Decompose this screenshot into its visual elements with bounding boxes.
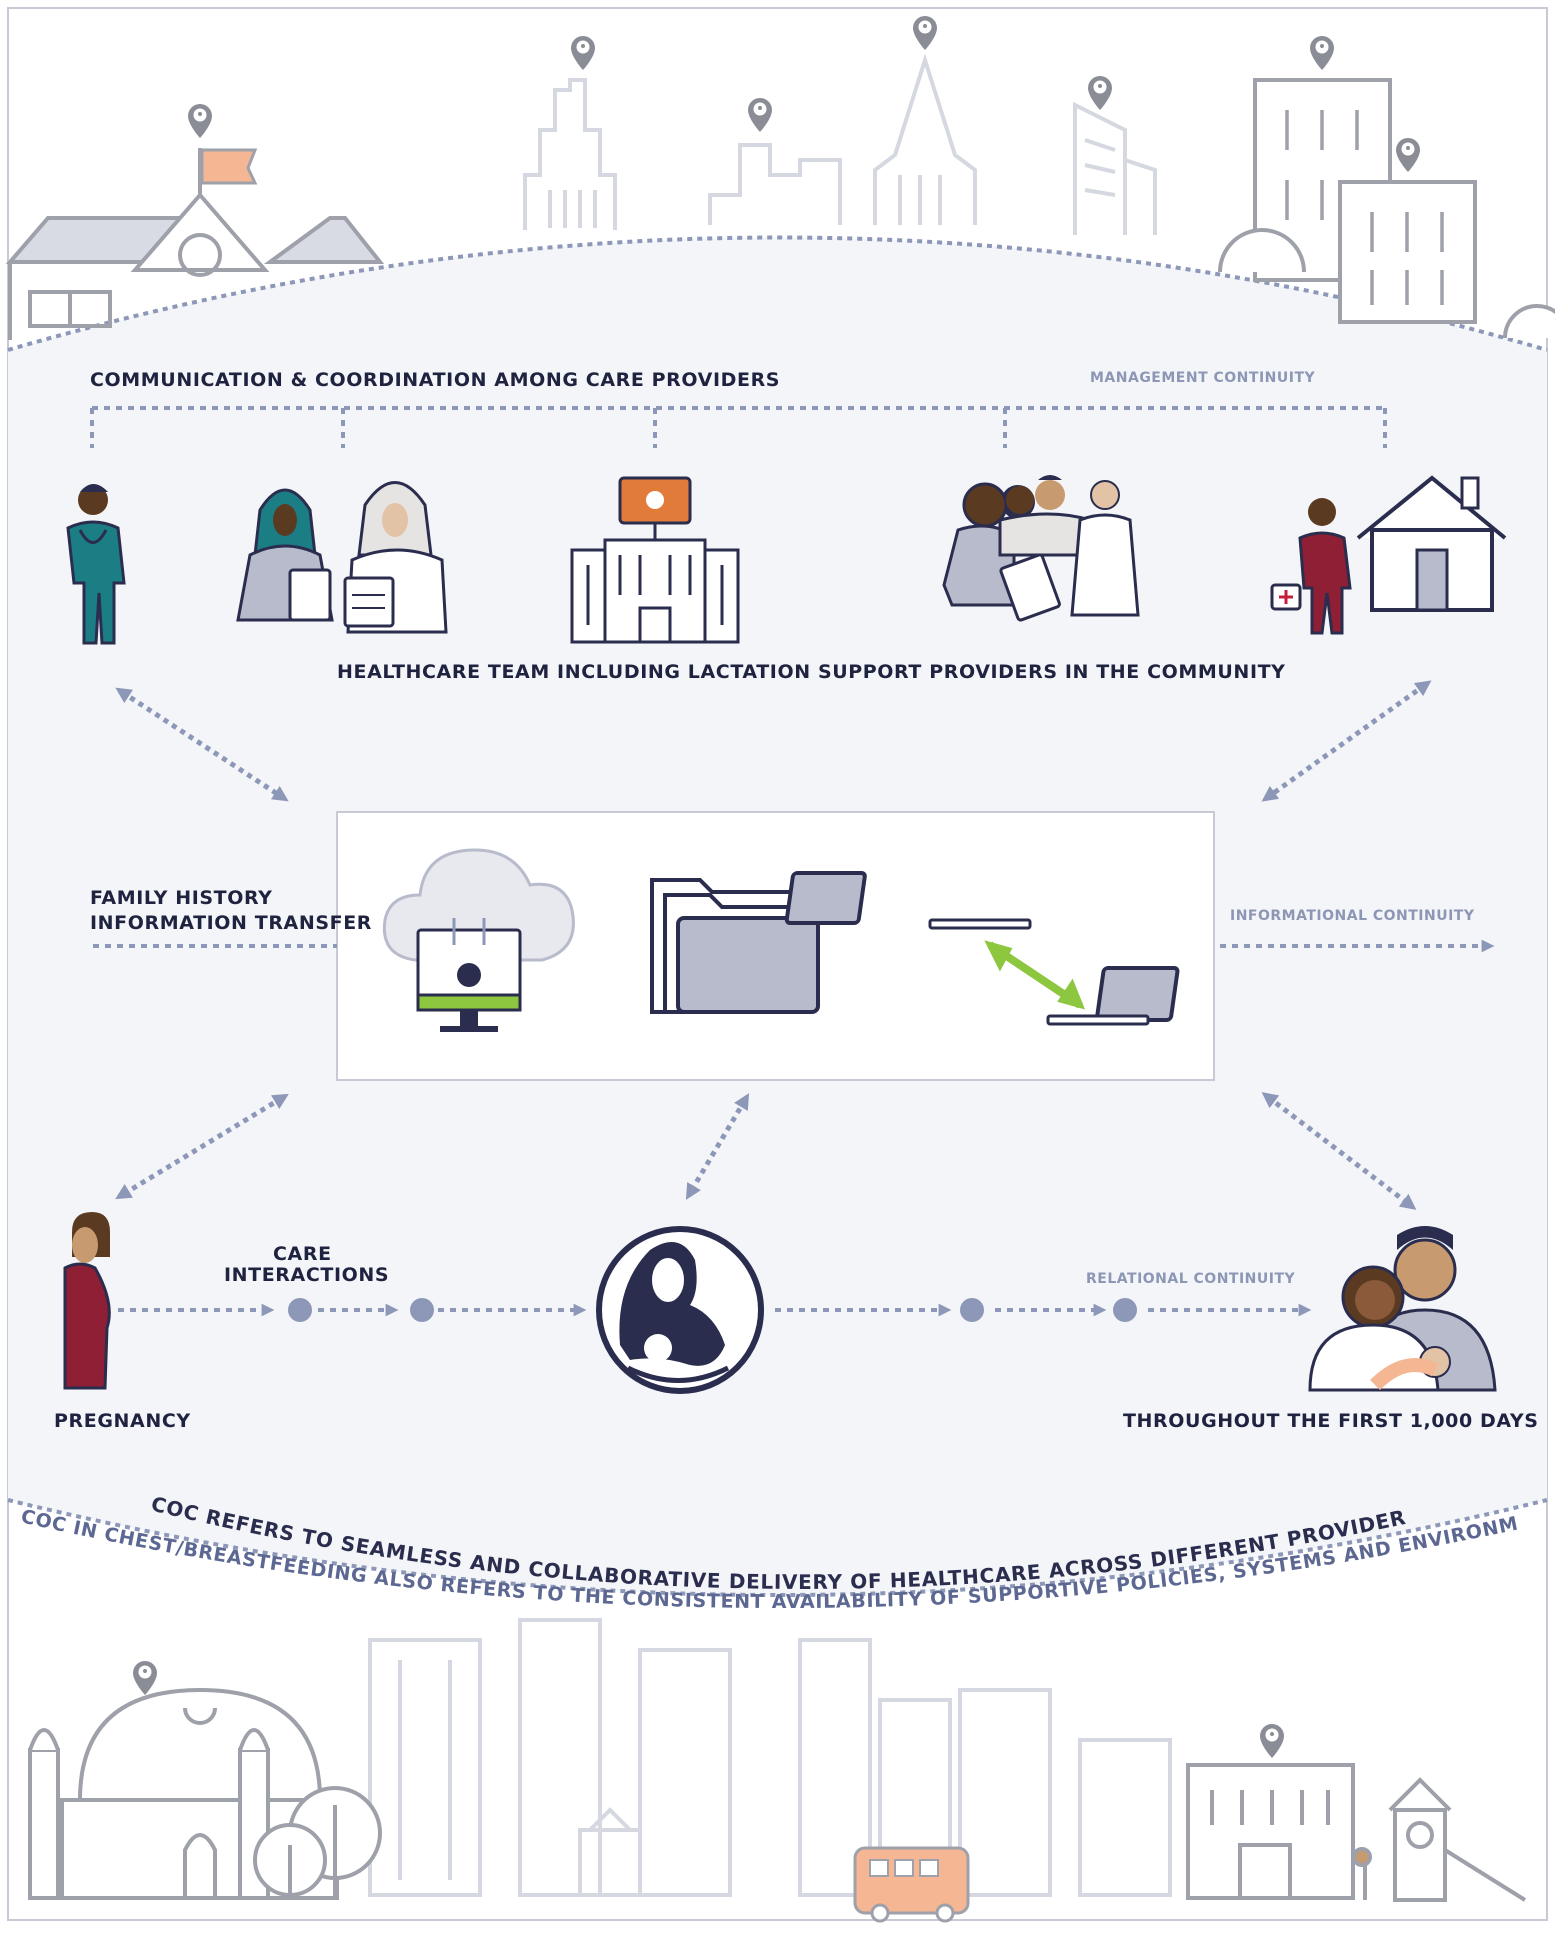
care-dot [960, 1298, 984, 1322]
laptop-sync-icon [784, 871, 1180, 1026]
healthcare-team-label: HEALTHCARE TEAM INCLUDING LACTATION SUPP… [337, 661, 1286, 683]
family-history-label-line2: INFORMATION TRANSFER [90, 912, 373, 934]
panel-top-dotted-border [7, 235, 1548, 352]
arrow-team-to-info-right [1261, 680, 1432, 802]
care-interactions-label-line2: INTERACTIONS [224, 1264, 390, 1286]
arrow-info-to-breastfeeding [685, 1093, 750, 1200]
house-icon [1356, 475, 1507, 612]
office-towers-icon [1218, 78, 1555, 339]
hijab-women-icon [236, 481, 448, 634]
folder-icon [650, 878, 820, 1014]
background-city-icon [368, 1618, 1172, 1897]
communication-label: COMMUNICATION & COORDINATION AMONG CARE … [90, 369, 781, 391]
family-history-label-line1: FAMILY HISTORY [90, 887, 273, 909]
breastfeeding-logo-icon [596, 1226, 764, 1394]
community-building-icon [1186, 1763, 1355, 1900]
first-1000-days-label: THROUGHOUT THE FIRST 1,000 DAYS [1123, 1410, 1539, 1432]
care-dot [1113, 1298, 1137, 1322]
home-visit-nurse-icon [1270, 498, 1352, 635]
pregnant-woman-icon [63, 1212, 111, 1390]
hospital-icon [570, 476, 740, 644]
family-icon [1308, 1226, 1497, 1392]
arrow-team-to-info-left [115, 687, 289, 802]
care-interactions-label-line1: CARE [273, 1243, 332, 1265]
playground-icon [1352, 1777, 1527, 1902]
pregnancy-label: PREGNANCY [54, 1410, 191, 1432]
informational-continuity-label: INFORMATIONAL CONTINUITY [1230, 908, 1475, 924]
bus-icon [853, 1846, 970, 1923]
care-dot [288, 1298, 312, 1322]
care-dot [410, 1298, 434, 1322]
city-skyline-icon [523, 53, 1157, 235]
nurse-icon [66, 484, 126, 645]
relational-continuity-label: RELATIONAL CONTINUITY [1086, 1271, 1296, 1287]
school-icon [5, 104, 385, 340]
mosque-icon [28, 1687, 339, 1900]
community-group-icon [942, 475, 1140, 622]
management-continuity-label: MANAGEMENT CONTINUITY [1090, 370, 1316, 386]
arrow-info-to-pregnancy [115, 1093, 289, 1200]
cloud-computer-icon [382, 848, 575, 1032]
tree-icon [253, 1786, 382, 1900]
